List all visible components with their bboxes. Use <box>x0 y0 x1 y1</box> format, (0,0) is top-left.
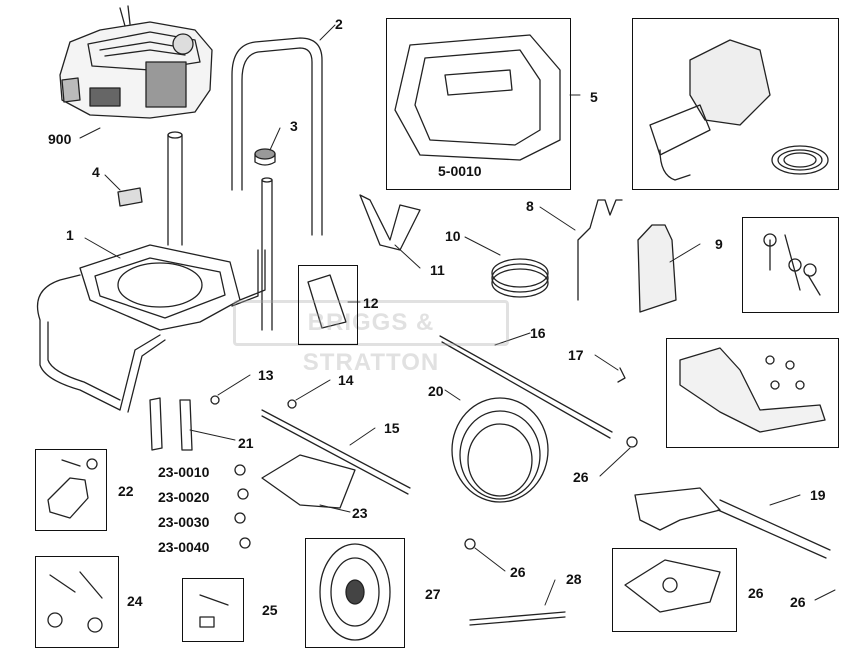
oring-part-26b[interactable] <box>464 538 476 550</box>
bracket-part-21[interactable] <box>149 397 193 451</box>
callout-26d: 26 <box>790 594 806 610</box>
box-hardware-right <box>742 217 839 313</box>
cap-part-3[interactable] <box>254 148 276 166</box>
callout-8: 8 <box>526 198 534 214</box>
watermark: BRIGGS & STRATTON <box>233 300 509 376</box>
shroud-part-5[interactable] <box>394 34 561 161</box>
callout-23: 23 <box>352 505 368 521</box>
strap-part-28[interactable] <box>469 611 566 626</box>
callout-20: 20 <box>428 383 444 399</box>
box-part-22 <box>35 449 107 531</box>
callout-15: 15 <box>384 420 400 436</box>
housing-part[interactable] <box>679 347 826 433</box>
clip-part-17[interactable] <box>617 367 626 383</box>
washer-part-13[interactable] <box>210 395 220 405</box>
callout-25: 25 <box>262 602 278 618</box>
wand-part-16[interactable] <box>439 335 613 439</box>
callout-3: 3 <box>290 118 298 134</box>
callout-27: 27 <box>425 586 441 602</box>
hardware-22[interactable] <box>47 458 98 519</box>
callout-22: 22 <box>118 483 134 499</box>
callout-16: 16 <box>530 325 546 341</box>
callout-23-0040: 23-0040 <box>158 539 210 555</box>
box-part-25 <box>182 578 244 642</box>
callout-26b: 26 <box>510 564 526 580</box>
box-pump <box>632 18 839 190</box>
hardware-bolts[interactable] <box>763 233 821 296</box>
box-part-27 <box>305 538 405 648</box>
label-part-4[interactable] <box>117 187 143 207</box>
callout-900: 900 <box>48 131 72 147</box>
callout-23-0030: 23-0030 <box>158 514 210 530</box>
hose-part-20[interactable] <box>451 397 549 503</box>
callout-19: 19 <box>810 487 826 503</box>
callout-9: 9 <box>715 236 723 252</box>
gun-part-19[interactable] <box>634 487 831 559</box>
callout-21: 21 <box>238 435 254 451</box>
callout-2: 2 <box>335 16 343 32</box>
box-part-5 <box>386 18 571 190</box>
hardware-23[interactable] <box>234 464 251 549</box>
callout-14: 14 <box>338 372 354 388</box>
tube-part-8[interactable] <box>577 199 623 301</box>
pump-part[interactable] <box>649 39 829 181</box>
callout-5: 5 <box>590 89 598 105</box>
plate-part-26[interactable] <box>624 559 721 613</box>
callout-10: 10 <box>445 228 461 244</box>
hardware-25[interactable] <box>199 594 229 628</box>
callout-4: 4 <box>92 164 100 180</box>
bottle-part-9[interactable] <box>637 224 677 313</box>
axle-part-15[interactable] <box>261 409 411 495</box>
wheel-part-27[interactable] <box>319 543 391 641</box>
callout-17: 17 <box>568 347 584 363</box>
engine-part-900[interactable] <box>59 5 213 119</box>
callout-11: 11 <box>430 262 445 278</box>
callout-26c: 26 <box>748 585 764 601</box>
box-housing <box>666 338 839 448</box>
callout-28: 28 <box>566 571 582 587</box>
callout-26a: 26 <box>573 469 589 485</box>
oring-part-26a[interactable] <box>626 436 638 448</box>
callout-24: 24 <box>127 593 143 609</box>
hose-part-10[interactable] <box>491 258 549 298</box>
callout-12: 12 <box>363 295 379 311</box>
washer-part-14[interactable] <box>287 399 297 409</box>
callout-13: 13 <box>258 367 274 383</box>
callout-5-0010: 5-0010 <box>438 163 482 179</box>
callout-23-0010: 23-0010 <box>158 464 210 480</box>
box-part-12 <box>298 265 358 345</box>
hardware-24[interactable] <box>47 571 103 633</box>
frame-part-1[interactable] <box>36 131 266 413</box>
handle-part-2[interactable] <box>231 37 323 331</box>
box-part-24 <box>35 556 119 648</box>
callout-1: 1 <box>66 227 74 243</box>
callout-23-0020: 23-0020 <box>158 489 210 505</box>
box-part-26 <box>612 548 737 632</box>
holder-part-11[interactable] <box>359 194 421 251</box>
sheet-part-12[interactable] <box>307 274 347 329</box>
plate-part-23[interactable] <box>261 454 356 509</box>
